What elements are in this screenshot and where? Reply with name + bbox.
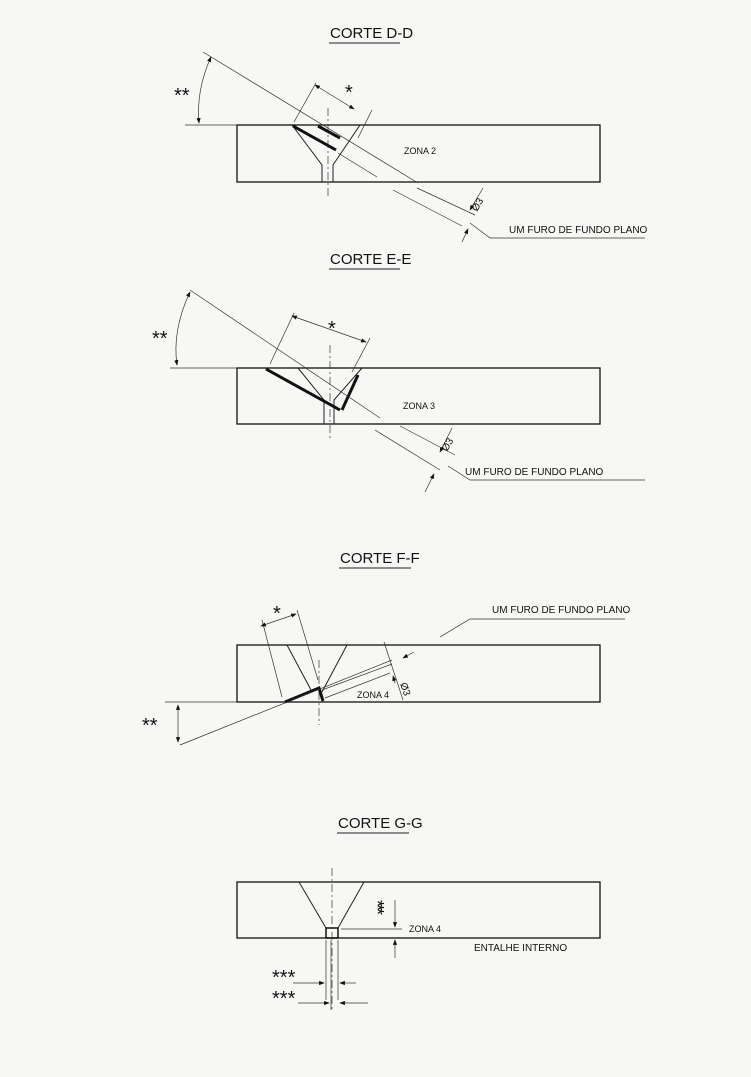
angle-dimension: [196, 56, 212, 124]
scan-path: [292, 124, 337, 152]
plate: [236, 644, 601, 703]
section-title: CORTE D-D: [330, 25, 413, 42]
section-f-f: CORTE F-F ** * Ø3 UM FURO DE FUNDO PLANO…: [142, 550, 631, 746]
section-e-e: CORTE E-E ** * Ø3 UM FURO DE FUNDO PLANO…: [152, 251, 645, 493]
leader-line: [469, 222, 645, 239]
section-d-d: CORTE D-D ** * Ø3 UM FURO DE FUNDO PLANO…: [174, 25, 648, 243]
groove-left: [286, 644, 312, 691]
hole-line: [374, 429, 441, 471]
extension-line: [261, 619, 283, 698]
hole-line: [392, 189, 463, 227]
groove-left: [291, 124, 323, 182]
hole-line: [399, 425, 456, 456]
extension-line: [269, 312, 295, 365]
diameter-extension: [383, 641, 404, 701]
note-label: UM FURO DE FUNDO PLANO: [465, 467, 604, 478]
zone-label: ZONA 4: [409, 924, 441, 934]
note-label: UM FURO DE FUNDO PLANO: [492, 605, 631, 616]
diameter-arrow: [469, 187, 484, 211]
groove-right: [332, 124, 361, 182]
width-label: *: [273, 603, 281, 625]
section-title: CORTE F-F: [340, 550, 420, 567]
plate: [236, 881, 601, 939]
hole-line: [321, 663, 393, 691]
groove-left: [297, 367, 325, 424]
leader-line: [447, 465, 645, 481]
groove-right: [337, 881, 365, 929]
plate: [236, 124, 601, 183]
note-label: UM FURO DE FUNDO PLANO: [509, 225, 648, 236]
width-label: *: [345, 82, 353, 104]
extension-line: [357, 109, 373, 139]
extension-line: [351, 337, 371, 373]
note-label: ENTALHE INTERNO: [474, 943, 567, 954]
angle-dimension: [174, 291, 191, 366]
diameter-label: Ø3: [397, 681, 412, 698]
diameter-label: Ø3: [440, 436, 456, 453]
notch-label-2: ***: [272, 988, 296, 1010]
diameter-label: Ø3: [470, 196, 486, 213]
scan-path: [265, 367, 341, 412]
diameter-arrow: [439, 427, 453, 453]
diameter-arrow: [461, 228, 469, 243]
hole-line: [324, 672, 391, 699]
beam-line: [189, 289, 381, 419]
hole-line: [416, 187, 476, 216]
diameter-arrow: [402, 651, 415, 659]
groove-right: [321, 644, 348, 693]
diameter-arrow: [424, 473, 435, 493]
section-title: CORTE E-E: [330, 251, 411, 268]
depth-label-1: ***: [367, 900, 387, 915]
beam-line: [179, 659, 393, 746]
plate: [236, 367, 601, 425]
width-dimension: [291, 315, 367, 343]
width-dimension: [260, 613, 297, 627]
groove-left: [298, 881, 327, 929]
zone-label: ZONA 2: [404, 146, 436, 156]
width-label: *: [328, 318, 336, 340]
groove-right: [333, 367, 363, 424]
section-g-g: CORTE G-G *** *** *** ZONA 4 ENTALHE INT…: [236, 815, 601, 1012]
beam-line: [202, 51, 419, 184]
extension-line: [296, 609, 319, 681]
zone-label: ZONA 4: [357, 690, 389, 700]
width-dimension: [314, 84, 355, 110]
beam-line: [337, 152, 378, 178]
angle-label: **: [142, 715, 158, 737]
scan-path: [317, 124, 341, 140]
diameter-arrow: [392, 675, 397, 684]
leader-line: [439, 618, 625, 638]
notch-label-1: ***: [272, 967, 296, 989]
extension-line: [293, 82, 317, 123]
scan-path: [340, 374, 360, 411]
angle-label: **: [152, 328, 168, 350]
section-title: CORTE G-G: [338, 815, 423, 832]
scan-path: [284, 685, 325, 704]
zone-label: ZONA 3: [403, 401, 435, 411]
angle-label: **: [174, 85, 190, 107]
